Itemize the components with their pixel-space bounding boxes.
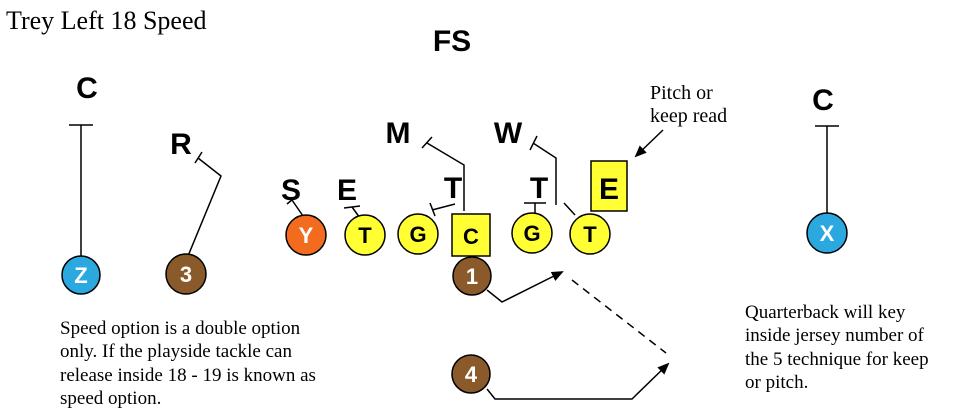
player-z xyxy=(61,255,101,295)
tackle-left-block-path xyxy=(431,203,456,211)
player-guard-right-label: G xyxy=(523,221,540,246)
player-center-label: C xyxy=(463,224,479,249)
label-end-left: E xyxy=(337,174,357,207)
player-tackle-left xyxy=(344,214,386,256)
label-free-safety: FS xyxy=(433,25,471,58)
note-left-line3: release inside 18 - 19 is known as xyxy=(60,365,316,386)
player-center xyxy=(451,213,491,257)
player-tackle-right-label: T xyxy=(583,222,597,247)
rover-block-path xyxy=(187,157,222,257)
tackle-release-path xyxy=(563,202,576,216)
label-end-right: E xyxy=(599,173,619,206)
quarterback-path xyxy=(486,271,564,303)
player-tackle-left-label: T xyxy=(358,223,372,248)
mike-block-path xyxy=(426,142,465,211)
note-right-line4: or pitch. xyxy=(745,372,808,393)
label-strong-safety: S xyxy=(281,174,301,207)
player-y-label: Y xyxy=(299,223,314,248)
safety-block-bar xyxy=(286,194,299,205)
player-z-label: Z xyxy=(74,263,87,288)
player-tackle-right xyxy=(569,213,611,255)
note-right-line2: inside jersey number of xyxy=(745,325,925,346)
pitch-read-arrow xyxy=(634,129,664,158)
player-back-4-label: 4 xyxy=(465,362,478,387)
label-mike: M xyxy=(386,117,411,150)
will-block-path xyxy=(532,142,557,205)
mike-block-bar xyxy=(421,136,433,149)
pitch-read-line1: Pitch or xyxy=(650,82,713,104)
player-x xyxy=(806,212,848,254)
end-right-box xyxy=(590,160,628,212)
player-back-4 xyxy=(451,354,491,394)
note-left-line2: only. If the playside tackle can xyxy=(60,341,292,362)
player-quarterback xyxy=(452,256,492,296)
player-y xyxy=(285,214,327,256)
player-back-3 xyxy=(165,253,207,295)
note-left-line4: speed option. xyxy=(60,388,161,409)
label-corner-left: C xyxy=(76,72,98,105)
safety-block-path xyxy=(291,199,304,217)
label-rover: R xyxy=(170,128,192,161)
label-will: W xyxy=(494,117,523,150)
pitch-dashed-line xyxy=(571,279,667,354)
player-guard-right xyxy=(511,212,553,254)
pitch-read-line2: keep read xyxy=(650,105,727,127)
label-corner-right: C xyxy=(812,84,834,117)
player-back-3-label: 3 xyxy=(180,262,192,287)
note-right-line3: the 5 technique for keep xyxy=(745,349,929,370)
label-tackle-right: T xyxy=(530,172,548,205)
player-x-label: X xyxy=(820,221,835,246)
play-title: Trey Left 18 Speed xyxy=(6,6,207,35)
player-guard-left xyxy=(397,213,439,255)
pitch-back-path xyxy=(486,362,670,400)
note-left-line1: Speed option is a double option xyxy=(60,318,301,339)
player-quarterback-label: 1 xyxy=(466,264,478,289)
player-guard-left-label: G xyxy=(409,222,426,247)
note-right-line1: Quarterback will key xyxy=(745,302,906,323)
label-tackle-left: T xyxy=(444,172,462,205)
